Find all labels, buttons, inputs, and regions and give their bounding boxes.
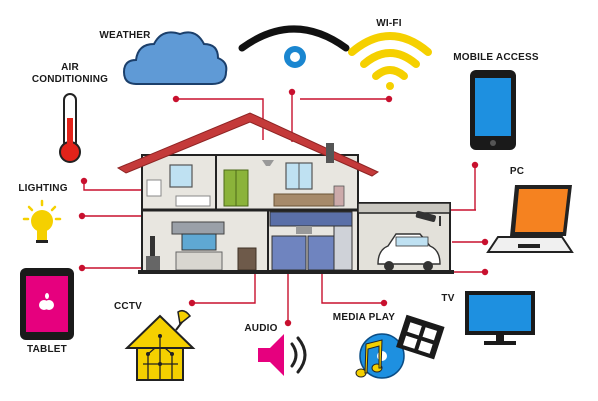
label-lighting: LIGHTING <box>18 183 68 194</box>
tablet-icon <box>20 268 74 340</box>
media-play-icon <box>355 314 445 379</box>
lightbulb-icon <box>22 199 62 243</box>
thermometer-icon <box>59 93 81 163</box>
label-cctv: CCTV <box>113 301 143 312</box>
connector-aircon <box>83 181 150 191</box>
cctv-icon <box>124 309 196 381</box>
label-weather: WEATHER <box>99 30 151 41</box>
label-wifi: WI-FI <box>376 18 402 29</box>
house-icon <box>116 112 454 274</box>
eye-icon <box>238 25 350 68</box>
speaker-icon <box>258 334 307 376</box>
label-tv: TV <box>441 293 455 304</box>
label-media-play: MEDIA PLAY <box>332 312 396 323</box>
connector-media <box>321 272 384 304</box>
connector-dots <box>78 88 489 327</box>
wifi-icon <box>348 32 432 90</box>
laptop-icon <box>486 185 574 253</box>
label-air-conditioning: AIR CONDITIONING <box>31 62 109 85</box>
label-tablet: TABLET <box>27 344 67 355</box>
label-audio: AUDIO <box>244 323 278 334</box>
connector-cctv <box>192 272 256 304</box>
label-mobile-access: MOBILE ACCESS <box>453 52 539 63</box>
label-pc: PC <box>509 166 525 177</box>
tv-icon <box>465 291 535 345</box>
cloud-icon <box>122 31 228 85</box>
smartphone-icon <box>470 70 516 150</box>
